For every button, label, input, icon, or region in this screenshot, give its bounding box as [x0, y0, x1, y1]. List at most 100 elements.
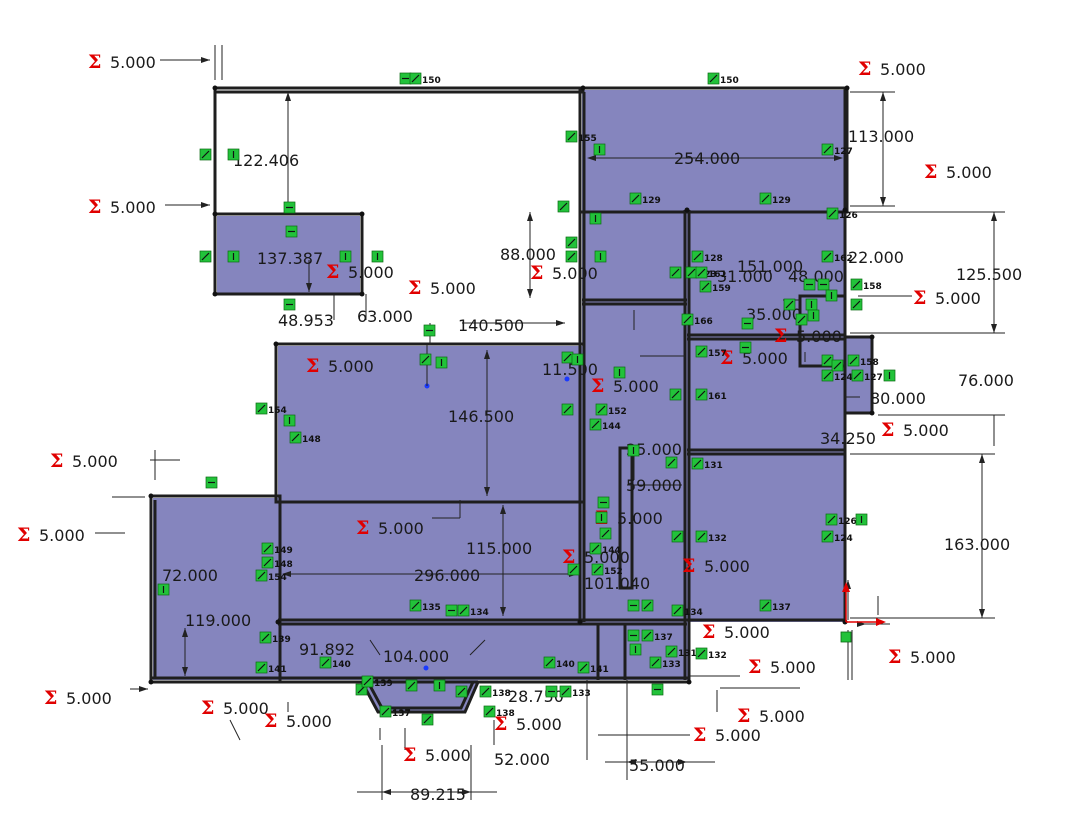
dim-72-000[interactable]: 72.000 — [162, 566, 218, 585]
relation-badge[interactable] — [599, 527, 612, 540]
relation-badge[interactable] — [199, 148, 212, 161]
relation-badge[interactable] — [627, 629, 640, 642]
relation-badge[interactable]: 134 — [671, 604, 703, 618]
relation-badge[interactable] — [283, 414, 296, 427]
relation-badge[interactable]: 134 — [457, 604, 489, 618]
relation-badge[interactable] — [850, 298, 863, 311]
relation-badge[interactable]: 138 — [479, 685, 511, 699]
relation-badge[interactable] — [339, 250, 352, 263]
relation-badge[interactable]: 141 — [255, 661, 287, 675]
relation-badge[interactable] — [597, 496, 610, 509]
vertex[interactable] — [577, 619, 583, 625]
relation-badge[interactable]: 124 — [821, 530, 853, 544]
relation-badge[interactable] — [561, 351, 574, 364]
relation-badge[interactable]: 133 — [559, 685, 591, 699]
relation-badge[interactable]: 126 — [825, 513, 857, 527]
relation-badge[interactable] — [627, 444, 640, 457]
relation-badge[interactable] — [199, 250, 212, 263]
relation-badge[interactable] — [545, 685, 558, 698]
relation-badge[interactable]: 129 — [629, 192, 661, 206]
relation-badge[interactable] — [803, 278, 816, 291]
relation-badge[interactable] — [855, 513, 868, 526]
relation-badge[interactable] — [805, 298, 818, 311]
dim-137-387[interactable]: 137.387 — [257, 249, 323, 268]
relation-badge[interactable]: 166 — [681, 313, 713, 327]
relation-badge[interactable] — [741, 317, 754, 330]
relation-badge[interactable]: 133 — [649, 656, 681, 670]
relation-badge[interactable] — [565, 236, 578, 249]
relation-badge[interactable]: 139 — [259, 631, 291, 645]
room-center-large[interactable] — [278, 346, 582, 500]
relation-badge[interactable]: 140 — [543, 656, 575, 670]
relation-badge[interactable] — [817, 278, 830, 291]
vertex[interactable] — [359, 291, 365, 297]
wall-column-inner[interactable] — [618, 446, 634, 590]
dim-22-000[interactable]: 22.000 — [848, 248, 904, 267]
relation-badge[interactable] — [455, 685, 468, 698]
dim-59-000[interactable]: 59.000 — [626, 476, 682, 495]
room-top-right[interactable] — [582, 90, 845, 210]
vertex[interactable] — [148, 679, 154, 685]
relation-badge[interactable]: 149 — [261, 542, 293, 556]
dim-76-000[interactable]: 76.000 — [958, 371, 1014, 390]
relation-badge[interactable] — [205, 476, 218, 489]
relation-badge[interactable] — [571, 353, 584, 366]
relation-badge[interactable] — [227, 250, 240, 263]
dim-296-000[interactable]: 296.000 — [414, 566, 480, 585]
dim-55-000[interactable]: 55.000 — [629, 756, 685, 775]
wall-bump-right[interactable] — [843, 335, 874, 415]
relation-badge[interactable] — [739, 341, 752, 354]
room-bottom-strip[interactable] — [278, 622, 688, 680]
relation-badge[interactable]: 132 — [695, 647, 727, 661]
dim-254-000[interactable]: 254.000 — [674, 149, 740, 168]
dim-151-000[interactable]: 151.000 — [737, 257, 803, 276]
relation-badge[interactable]: 138 — [483, 705, 515, 719]
vertex[interactable] — [212, 291, 218, 297]
relation-badge[interactable] — [227, 148, 240, 161]
relation-badge[interactable] — [561, 403, 574, 416]
relation-badge[interactable]: 126 — [826, 207, 858, 221]
relation-badge[interactable]: 131 — [665, 645, 697, 659]
room-center-lower[interactable] — [278, 500, 582, 622]
relation-badge[interactable] — [285, 225, 298, 238]
relation-badge[interactable]: 144 — [589, 418, 621, 432]
relation-badge[interactable]: 154 — [255, 402, 287, 416]
relation-badge[interactable]: 158 — [850, 278, 882, 292]
relation-badge[interactable] — [669, 388, 682, 401]
relation-badge[interactable]: 148 — [261, 556, 293, 570]
vertex[interactable] — [148, 493, 154, 499]
relation-badge[interactable] — [435, 356, 448, 369]
relation-badge[interactable] — [405, 679, 418, 692]
dim-31-000[interactable]: 31.000 — [717, 267, 773, 286]
relation-badge[interactable]: 161 — [695, 266, 727, 280]
room-left-large[interactable] — [153, 498, 278, 680]
vertex[interactable] — [580, 85, 586, 91]
relation-badge[interactable]: 131 — [691, 457, 723, 471]
relation-badge[interactable] — [807, 309, 820, 322]
dim-63-000[interactable]: 63.000 — [357, 307, 413, 326]
relation-badge[interactable]: 127 — [821, 143, 853, 157]
wall-bottom-notch[interactable] — [360, 681, 480, 714]
relation-badge[interactable] — [665, 456, 678, 469]
relation-badge[interactable] — [445, 604, 458, 617]
dim-125-500[interactable]: 125.500 — [956, 265, 1022, 284]
relation-badge[interactable]: 137 — [759, 599, 791, 613]
relation-badge[interactable]: 124 — [821, 369, 853, 383]
relation-badge[interactable]: 152 — [595, 403, 627, 417]
